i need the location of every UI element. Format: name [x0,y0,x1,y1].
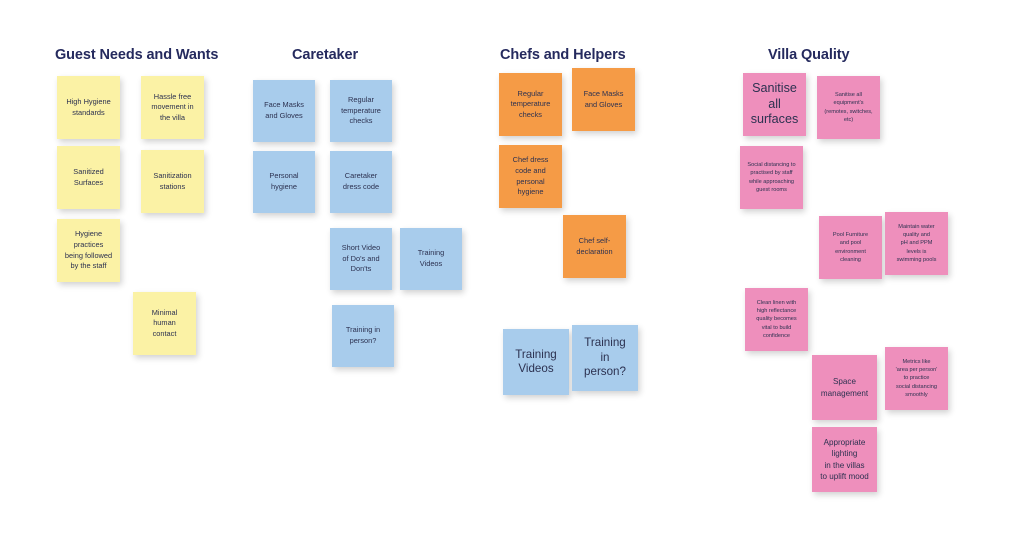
column-title-villa-quality: Villa Quality [768,47,850,63]
sticky-note-text: Personal hygiene [269,171,299,191]
column-title-guest-needs-and-wants: Guest Needs and Wants [55,47,219,63]
sticky-note-text: Training Videos [417,248,445,268]
sticky-note-text: Minimal human contact [151,307,178,338]
sticky-note[interactable]: Training in person? [572,325,638,391]
sticky-note[interactable]: Sanitise all equipment's (remotes, switc… [817,76,880,139]
sticky-note[interactable]: Space management [812,355,877,420]
sticky-note-text: Regular temperature checks [510,88,551,119]
sticky-note[interactable]: Chef dress code and personal hygiene [499,145,562,208]
sticky-note[interactable]: Sanitized Surfaces [57,146,120,209]
column-title-chefs-and-helpers: Chefs and Helpers [500,47,626,63]
sticky-note-text: Chef self- declaration [576,235,613,256]
sticky-note[interactable]: Metrics like 'area per person' to practi… [885,347,948,410]
sticky-note[interactable]: Training Videos [503,329,569,395]
sticky-note-text: Face Masks and Gloves [583,88,624,109]
sticky-note-text: Maintain water quality and pH and PPM le… [896,224,937,263]
sticky-note[interactable]: Short Video of Do's and Don'ts [330,228,392,290]
sticky-note[interactable]: Regular temperature checks [499,73,562,136]
sticky-note-text: Chef dress code and personal hygiene [512,155,549,197]
sticky-note-text: Social distancing to practised by staff … [747,162,796,193]
sticky-note[interactable]: Appropriate lighting in the villas to up… [812,427,877,492]
sticky-note-text: Short Video of Do's and Don'ts [341,243,381,274]
sticky-note-text: Caretaker dress code [342,171,380,191]
sticky-note-text: Clean linen with high reflectance qualit… [756,300,797,339]
sticky-note-text: Training Videos [515,347,557,375]
sticky-note-text: Metrics like 'area per person' to practi… [895,359,938,398]
sticky-note[interactable]: Clean linen with high reflectance qualit… [745,288,808,351]
sticky-note-text: Appropriate lighting in the villas to up… [820,437,869,481]
sticky-note[interactable]: Face Masks and Gloves [572,68,635,131]
sticky-note-text: Space management [820,377,869,398]
sticky-note-text: Training in person? [345,325,381,345]
sticky-note[interactable]: Social distancing to practised by staff … [740,146,803,209]
sticky-note[interactable]: Personal hygiene [253,151,315,213]
sticky-note[interactable]: Face Masks and Gloves [253,80,315,142]
sticky-note-text: Face Masks and Gloves [264,100,304,120]
sticky-note-text: Sanitise all equipment's (remotes, switc… [824,92,873,123]
sticky-note[interactable]: Hygiene practices being followed by the … [57,219,120,282]
sticky-note[interactable]: Sanitization stations [141,150,204,213]
sticky-note-text: Pool Furniture and pool environment clea… [832,232,869,263]
sticky-note[interactable]: Caretaker dress code [330,151,392,213]
sticky-note[interactable]: Chef self- declaration [563,215,626,278]
sticky-note[interactable]: Sanitise all surfaces [743,73,806,136]
sticky-note[interactable]: Maintain water quality and pH and PPM le… [885,212,948,275]
sticky-note[interactable]: Minimal human contact [133,292,196,355]
sticky-note-text: Regular temperature checks [341,95,381,126]
sticky-note[interactable]: Regular temperature checks [330,80,392,142]
sticky-note[interactable]: High Hygiene standards [57,76,120,139]
sticky-note-text: Sanitized Surfaces [73,166,104,187]
sticky-note[interactable]: Training Videos [400,228,462,290]
sticky-note-text: Sanitization stations [153,170,192,191]
sticky-note-text: Training in person? [584,336,626,379]
column-title-caretaker: Caretaker [292,47,359,63]
sticky-note[interactable]: Training in person? [332,305,394,367]
sticky-note-text: Sanitise all surfaces [750,81,799,127]
sticky-note-text: Hassle free movement in the villa [151,91,194,122]
sticky-note[interactable]: Pool Furniture and pool environment clea… [819,216,882,279]
sticky-note-text: High Hygiene standards [66,96,111,117]
sticky-note[interactable]: Hassle free movement in the villa [141,76,204,139]
sticky-note-text: Hygiene practices being followed by the … [64,229,113,271]
